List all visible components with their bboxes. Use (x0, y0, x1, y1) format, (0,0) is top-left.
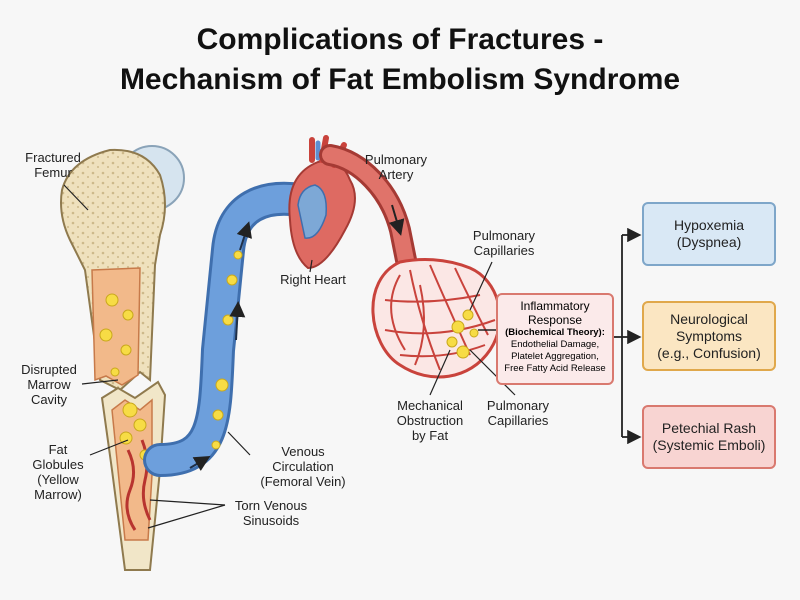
label-right-heart: Right Heart (280, 272, 346, 287)
leader-lines (63, 184, 516, 529)
label-pulmonary-capillaries-top: Pulmonary Capillaries (462, 228, 546, 258)
label-line: Circulation (272, 459, 334, 474)
label-line: Pulmonary (364, 152, 428, 167)
venous-flow-arrows (189, 221, 252, 471)
page-title: Complications of Fractures - Mechanism o… (0, 20, 800, 100)
label-line: Fractured (25, 150, 81, 165)
label-line: Mechanical (397, 398, 463, 413)
label-line: Obstruction (396, 413, 464, 428)
outcome-line: Symptoms (675, 327, 743, 344)
label-line: Pulmonary (486, 398, 550, 413)
artery-flow-arrow (388, 204, 405, 236)
inflammatory-item: Endothelial Damage, (510, 339, 600, 350)
inflammatory-response-box: Inflammatory Response (Biochemical Theor… (496, 293, 614, 385)
label-line: Cavity (30, 392, 68, 407)
outcome-hypoxemia-box: Hypoxemia (Dyspnea) (642, 202, 776, 266)
label-disrupted-marrow: Disrupted Marrow Cavity (14, 362, 84, 407)
label-pulmonary-capillaries-bottom: Pulmonary Capillaries (476, 398, 560, 428)
capillary-network (371, 258, 502, 379)
label-line: Venous (281, 444, 325, 459)
torn-sinusoid-1 (125, 449, 137, 531)
inflammatory-title-2: Response (527, 313, 583, 327)
label-line: Torn Venous (234, 498, 308, 513)
label-line: Sinusoids (242, 513, 300, 528)
outcome-line: (Systemic Emboli) (652, 437, 766, 453)
label-line: Femur (34, 165, 72, 180)
outcome-line: Petechial Rash (661, 420, 757, 436)
outcome-petechial-box: Petechial Rash (Systemic Emboli) (642, 405, 776, 469)
label-line: Fat (48, 442, 68, 457)
outcome-line: (Dyspnea) (676, 234, 742, 250)
label-mechanical-obstruction: Mechanical Obstruction by Fat (388, 398, 472, 443)
inflammatory-subtitle: (Biochemical Theory): (505, 327, 605, 338)
label-venous-circulation: Venous Circulation (Femoral Vein) (250, 444, 356, 489)
label-line: Pulmonary (472, 228, 536, 243)
marrow-fat-globules (99, 293, 151, 461)
marrow-upper (91, 267, 141, 386)
label-line: Disrupted (21, 362, 77, 377)
label-fractured-femur: Fractured Femur (18, 150, 88, 180)
label-line: Marrow (27, 377, 71, 392)
outcome-line: Neurological (670, 310, 748, 327)
label-line: Artery (378, 167, 414, 182)
inflammatory-item: Platelet Aggregation, (511, 351, 599, 362)
outcome-line: (e.g., Confusion) (657, 344, 761, 361)
femoral-vein (146, 184, 314, 474)
label-line: Marrow) (34, 487, 82, 502)
label-torn-sinusoids: Torn Venous Sinusoids (226, 498, 316, 528)
label-fat-globules: Fat Globules (Yellow Marrow) (26, 442, 90, 502)
femur-upper-fragment (60, 145, 185, 392)
venous-fat-globules (211, 250, 243, 450)
title-line-1: Complications of Fractures - (196, 23, 604, 56)
inflammatory-item: Free Fatty Acid Release (504, 363, 606, 374)
label-line: by Fat (411, 428, 449, 443)
outcome-neurological-box: Neurological Symptoms (e.g., Confusion) (642, 301, 776, 371)
heart-illustration (288, 135, 356, 270)
label-line: Capillaries (487, 413, 549, 428)
outcome-branch-arrows (614, 227, 642, 445)
label-line: Globules (32, 457, 84, 472)
capillary-fat-emboli (446, 309, 479, 359)
outcome-line: Hypoxemia (673, 217, 745, 233)
label-pulmonary-artery: Pulmonary Artery (356, 152, 436, 182)
label-line: (Femoral Vein) (260, 474, 346, 489)
inflammatory-title-1: Inflammatory (520, 299, 590, 313)
label-line: (Yellow (37, 472, 79, 487)
label-line: Capillaries (473, 243, 535, 258)
title-line-2: Mechanism of Fat Embolism Syndrome (119, 63, 681, 96)
